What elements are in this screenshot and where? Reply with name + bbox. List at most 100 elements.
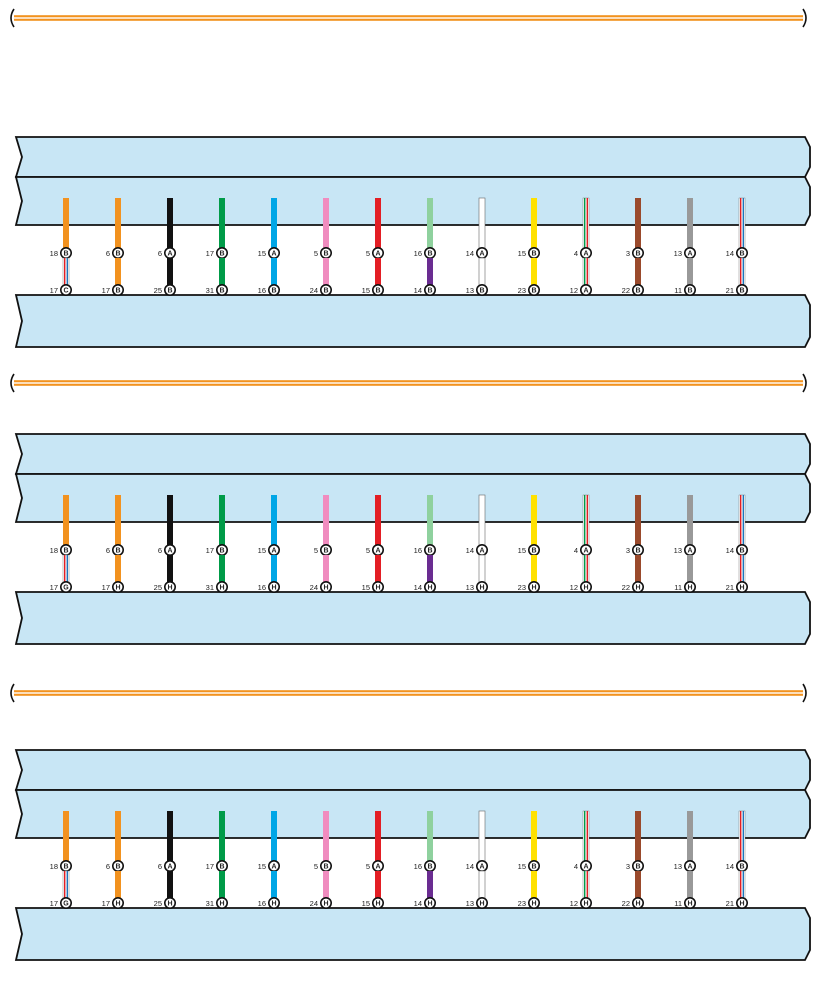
- pin-bottom-letter: H: [739, 585, 744, 592]
- lower-wire: [478, 870, 486, 899]
- pin-top-number: 5: [366, 546, 370, 555]
- pin-top-number: 13: [674, 546, 682, 555]
- lower-wire: [478, 257, 486, 286]
- upper-wire: [531, 198, 537, 248]
- upper-wire: [167, 495, 173, 545]
- pin-bottom-ring: [631, 580, 644, 593]
- pin-top-number: 18: [50, 546, 58, 555]
- lower-wire: [375, 871, 381, 898]
- upper-wire-stripe-b: [742, 811, 744, 861]
- lower-wire: [167, 258, 173, 285]
- pin-bottom-number: 13: [466, 899, 474, 908]
- pin-bottom-ring: [683, 580, 696, 593]
- sensor-connector-body: [14, 294, 811, 348]
- pin-bottom-ring: [683, 283, 696, 296]
- pin-top-letter: B: [323, 251, 328, 258]
- lower-wire: [115, 871, 121, 898]
- pin-top-number: 18: [50, 249, 58, 258]
- pin-bottom-number: 21: [726, 583, 734, 592]
- upper-wire: [115, 495, 121, 545]
- pin-bottom-letter: H: [167, 901, 172, 908]
- pin-bottom-ring: [59, 283, 72, 296]
- pin-bottom-letter: H: [635, 585, 640, 592]
- lower-wire-stripe-a: [64, 555, 66, 582]
- pin-top-letter: B: [739, 864, 744, 871]
- pin-bottom-number: 16: [258, 583, 266, 592]
- pin-bottom-ring: [683, 896, 696, 909]
- pin-bottom-letter: H: [323, 901, 328, 908]
- pin-top-number: 6: [158, 546, 162, 555]
- pin-bottom-number: 17: [102, 899, 110, 908]
- pin-top-number: 6: [158, 862, 162, 871]
- upper-wire-stripe-a: [584, 198, 586, 248]
- pin-bottom-number: 23: [518, 286, 526, 295]
- ow-wire-stripe: [14, 692, 803, 694]
- pin-bottom-ring: [423, 896, 436, 909]
- pin-bottom-letter: H: [583, 901, 588, 908]
- pin-top-letter: A: [479, 548, 484, 555]
- pin-bottom-letter: H: [271, 901, 276, 908]
- pin-bottom-letter: B: [167, 288, 172, 295]
- pin-top-number: 13: [674, 862, 682, 871]
- pin-bottom-ring: [319, 283, 332, 296]
- pin-bottom-number: 11: [674, 899, 682, 908]
- sensor-connector-body: [14, 907, 811, 961]
- pin-bottom-letter: B: [531, 288, 536, 295]
- upper-wire: [635, 198, 641, 248]
- pin-top-number: 5: [314, 249, 318, 258]
- pin-bottom-letter: H: [271, 585, 276, 592]
- upper-wire-stripe-a: [584, 495, 586, 545]
- upper-wire: [219, 198, 225, 248]
- lower-wire: [62, 257, 70, 286]
- upper-wire: [167, 811, 173, 861]
- upper-wire: [635, 495, 641, 545]
- pin-top-number: 3: [626, 546, 630, 555]
- pin-bottom-ring: [164, 896, 177, 909]
- pin-top-number: 3: [626, 862, 630, 871]
- lower-wire: [738, 554, 746, 583]
- wire-break-right: [802, 683, 807, 703]
- pin-top-number: 15: [518, 546, 526, 555]
- upper-wire: [478, 197, 486, 249]
- lower-wire-stripe-b: [66, 871, 68, 898]
- pin-bottom-number: 24: [310, 286, 318, 295]
- lower-wire: [323, 555, 329, 582]
- pin-bottom-ring: [579, 283, 592, 296]
- upper-wire: [375, 198, 381, 248]
- pin-bottom-number: 17: [50, 286, 58, 295]
- pin-top-number: 14: [466, 546, 474, 555]
- pin-bottom-letter: A: [583, 288, 588, 295]
- pin-top-letter: B: [739, 548, 744, 555]
- pin-bottom-ring: [527, 283, 540, 296]
- section-2: B18G17B6H17A6H25B17H31A15H16B5H24A5H15B1…: [14, 433, 811, 645]
- pin-bottom-ring: [631, 896, 644, 909]
- pin-top-number: 14: [466, 862, 474, 871]
- pin-bottom-number: 23: [518, 899, 526, 908]
- pin-top-letter: A: [583, 251, 588, 258]
- pin-bottom-letter: H: [479, 901, 484, 908]
- lower-wire-stripe-b: [742, 871, 744, 898]
- pin-top-number: 6: [106, 546, 110, 555]
- lower-wire: [427, 258, 433, 285]
- lower-wire-stripe-a: [740, 871, 742, 898]
- pin-top-letter: A: [167, 548, 172, 555]
- pin-top-number: 15: [518, 862, 526, 871]
- pin-bottom-letter: H: [531, 585, 536, 592]
- pin-bottom-ring: [267, 896, 280, 909]
- pin-top-number: 14: [726, 546, 734, 555]
- ow-wire-1: [10, 8, 807, 28]
- pin-top-letter: B: [635, 864, 640, 871]
- pin-bottom-letter: H: [427, 901, 432, 908]
- lower-wire: [687, 871, 693, 898]
- lower-wire-stripe-a: [64, 871, 66, 898]
- lower-wire: [531, 258, 537, 285]
- pin-bottom-ring: [112, 580, 125, 593]
- lower-wire: [635, 258, 641, 285]
